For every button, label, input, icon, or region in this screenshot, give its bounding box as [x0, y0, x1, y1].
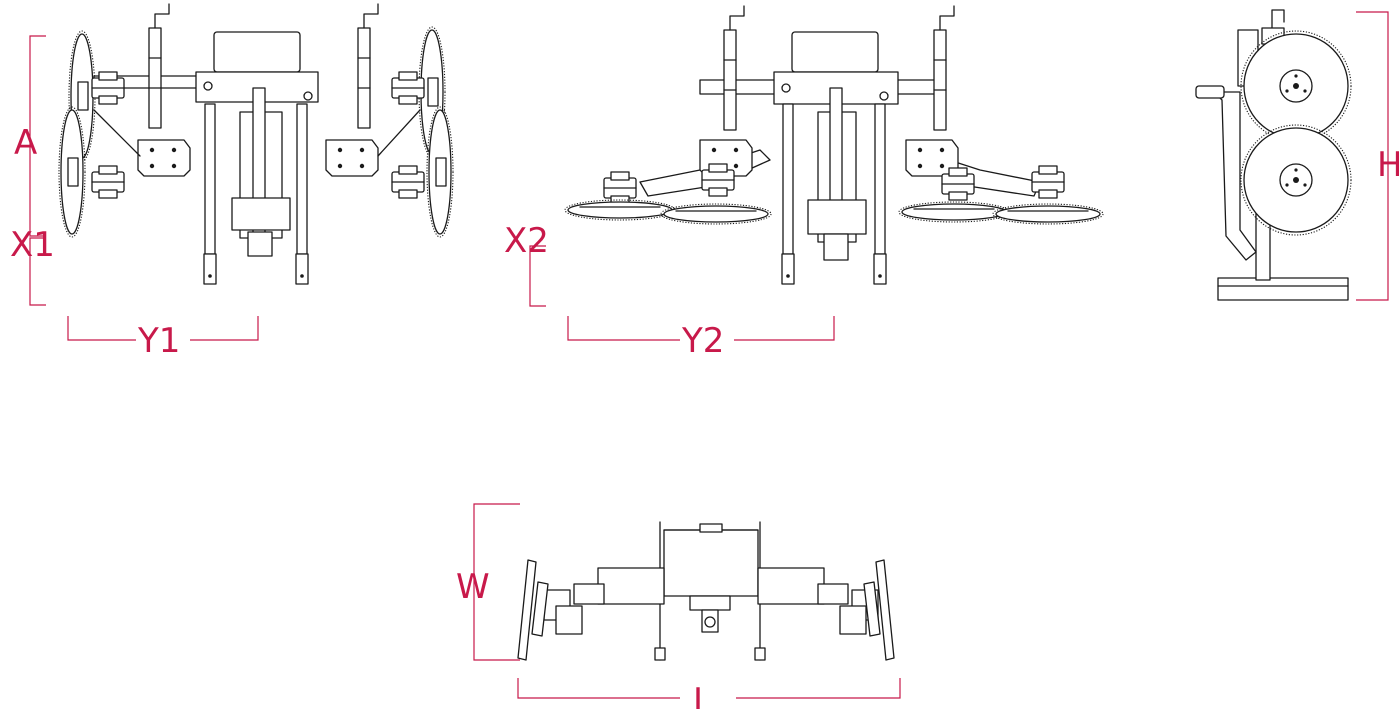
dimension-label-x1: X1 [10, 225, 55, 265]
dimension-l: L [517, 678, 901, 709]
top-view: W L [456, 503, 901, 709]
dimension-w: W [456, 503, 520, 661]
dimension-label-x2: X2 [504, 221, 549, 261]
dimension-label-y1: Y1 [137, 321, 180, 361]
dimension-x1: X1 [10, 225, 55, 306]
side-view: H [1195, 9, 1399, 301]
dimension-label-h: H [1377, 145, 1399, 185]
front-view-open: X2 Y2 [504, 5, 1104, 361]
front-view-closed: A X1 Y1 [10, 3, 454, 361]
dimension-h: H [1356, 11, 1399, 301]
dimension-label-w: W [456, 567, 490, 607]
dimension-label-l: L [693, 681, 712, 709]
dimension-label-a: A [14, 123, 37, 163]
dimension-y1: Y1 [67, 316, 259, 361]
dimension-y2: Y2 [567, 316, 835, 361]
dimension-a: A [14, 35, 46, 237]
dimension-x2: X2 [504, 221, 549, 307]
dimension-label-y2: Y2 [681, 321, 724, 361]
